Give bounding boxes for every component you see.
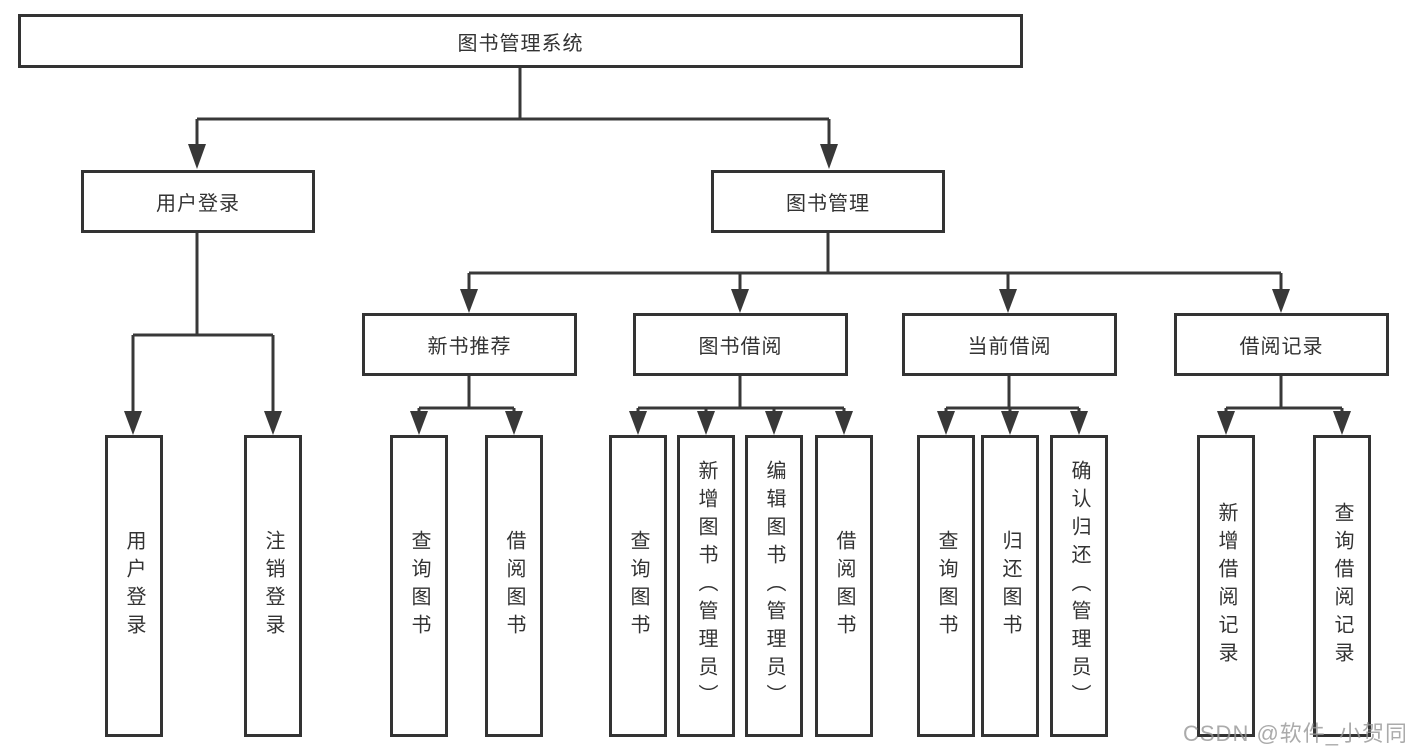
node-label: 注销登录 — [262, 530, 284, 642]
node-book-management: 图书管理 — [711, 170, 945, 233]
node-book-borrow: 图书借阅 — [633, 313, 848, 376]
node-user-login: 用户登录 — [81, 170, 315, 233]
leaf-confirm-return-admin: 确认归还（管理员） — [1050, 435, 1108, 737]
node-label: 新增借阅记录 — [1215, 502, 1237, 670]
leaf-user-login: 用户登录 — [105, 435, 163, 737]
node-label: 图书管理 — [786, 193, 870, 215]
node-root-system: 图书管理系统 — [18, 14, 1023, 68]
node-label: 借阅记录 — [1239, 336, 1324, 358]
node-label: 编辑图书（管理员） — [763, 460, 785, 712]
leaf-return-books: 归还图书 — [981, 435, 1039, 737]
watermark: CSDN @软件_小贺同学 — [1183, 721, 1405, 746]
node-label: 当前借阅 — [967, 336, 1052, 358]
leaf-borrow-books: 借阅图书 — [815, 435, 873, 737]
leaf-query-books-borrow: 查询图书 — [609, 435, 667, 737]
leaf-edit-books-admin: 编辑图书（管理员） — [745, 435, 803, 737]
leaf-add-borrow-record: 新增借阅记录 — [1197, 435, 1255, 737]
arrowheads — [124, 144, 1351, 435]
leaf-logout: 注销登录 — [244, 435, 302, 737]
node-label: 确认归还（管理员） — [1068, 460, 1090, 712]
node-label: 用户登录 — [123, 530, 145, 642]
node-label: 归还图书 — [999, 530, 1021, 642]
node-label: 查询图书 — [627, 530, 649, 642]
node-borrow-records: 借阅记录 — [1174, 313, 1389, 376]
node-new-book-recommend: 新书推荐 — [362, 313, 577, 376]
leaf-borrow-books-recommend: 借阅图书 — [485, 435, 543, 737]
node-label: 借阅图书 — [833, 530, 855, 642]
node-label: 新书推荐 — [427, 336, 512, 358]
node-label: 新增图书（管理员） — [695, 460, 717, 712]
node-label: 查询图书 — [935, 530, 957, 642]
node-label: 借阅图书 — [503, 530, 525, 642]
node-current-borrow: 当前借阅 — [902, 313, 1117, 376]
node-label: 用户登录 — [156, 193, 240, 215]
leaf-query-books-recommend: 查询图书 — [390, 435, 448, 737]
node-label: 查询借阅记录 — [1331, 502, 1353, 670]
node-label: 图书借阅 — [698, 336, 783, 358]
leaf-add-books-admin: 新增图书（管理员） — [677, 435, 735, 737]
leaf-query-borrow-record: 查询借阅记录 — [1313, 435, 1371, 737]
leaf-query-books-current: 查询图书 — [917, 435, 975, 737]
node-label: 查询图书 — [408, 530, 430, 642]
node-label: 图书管理系统 — [457, 32, 584, 55]
